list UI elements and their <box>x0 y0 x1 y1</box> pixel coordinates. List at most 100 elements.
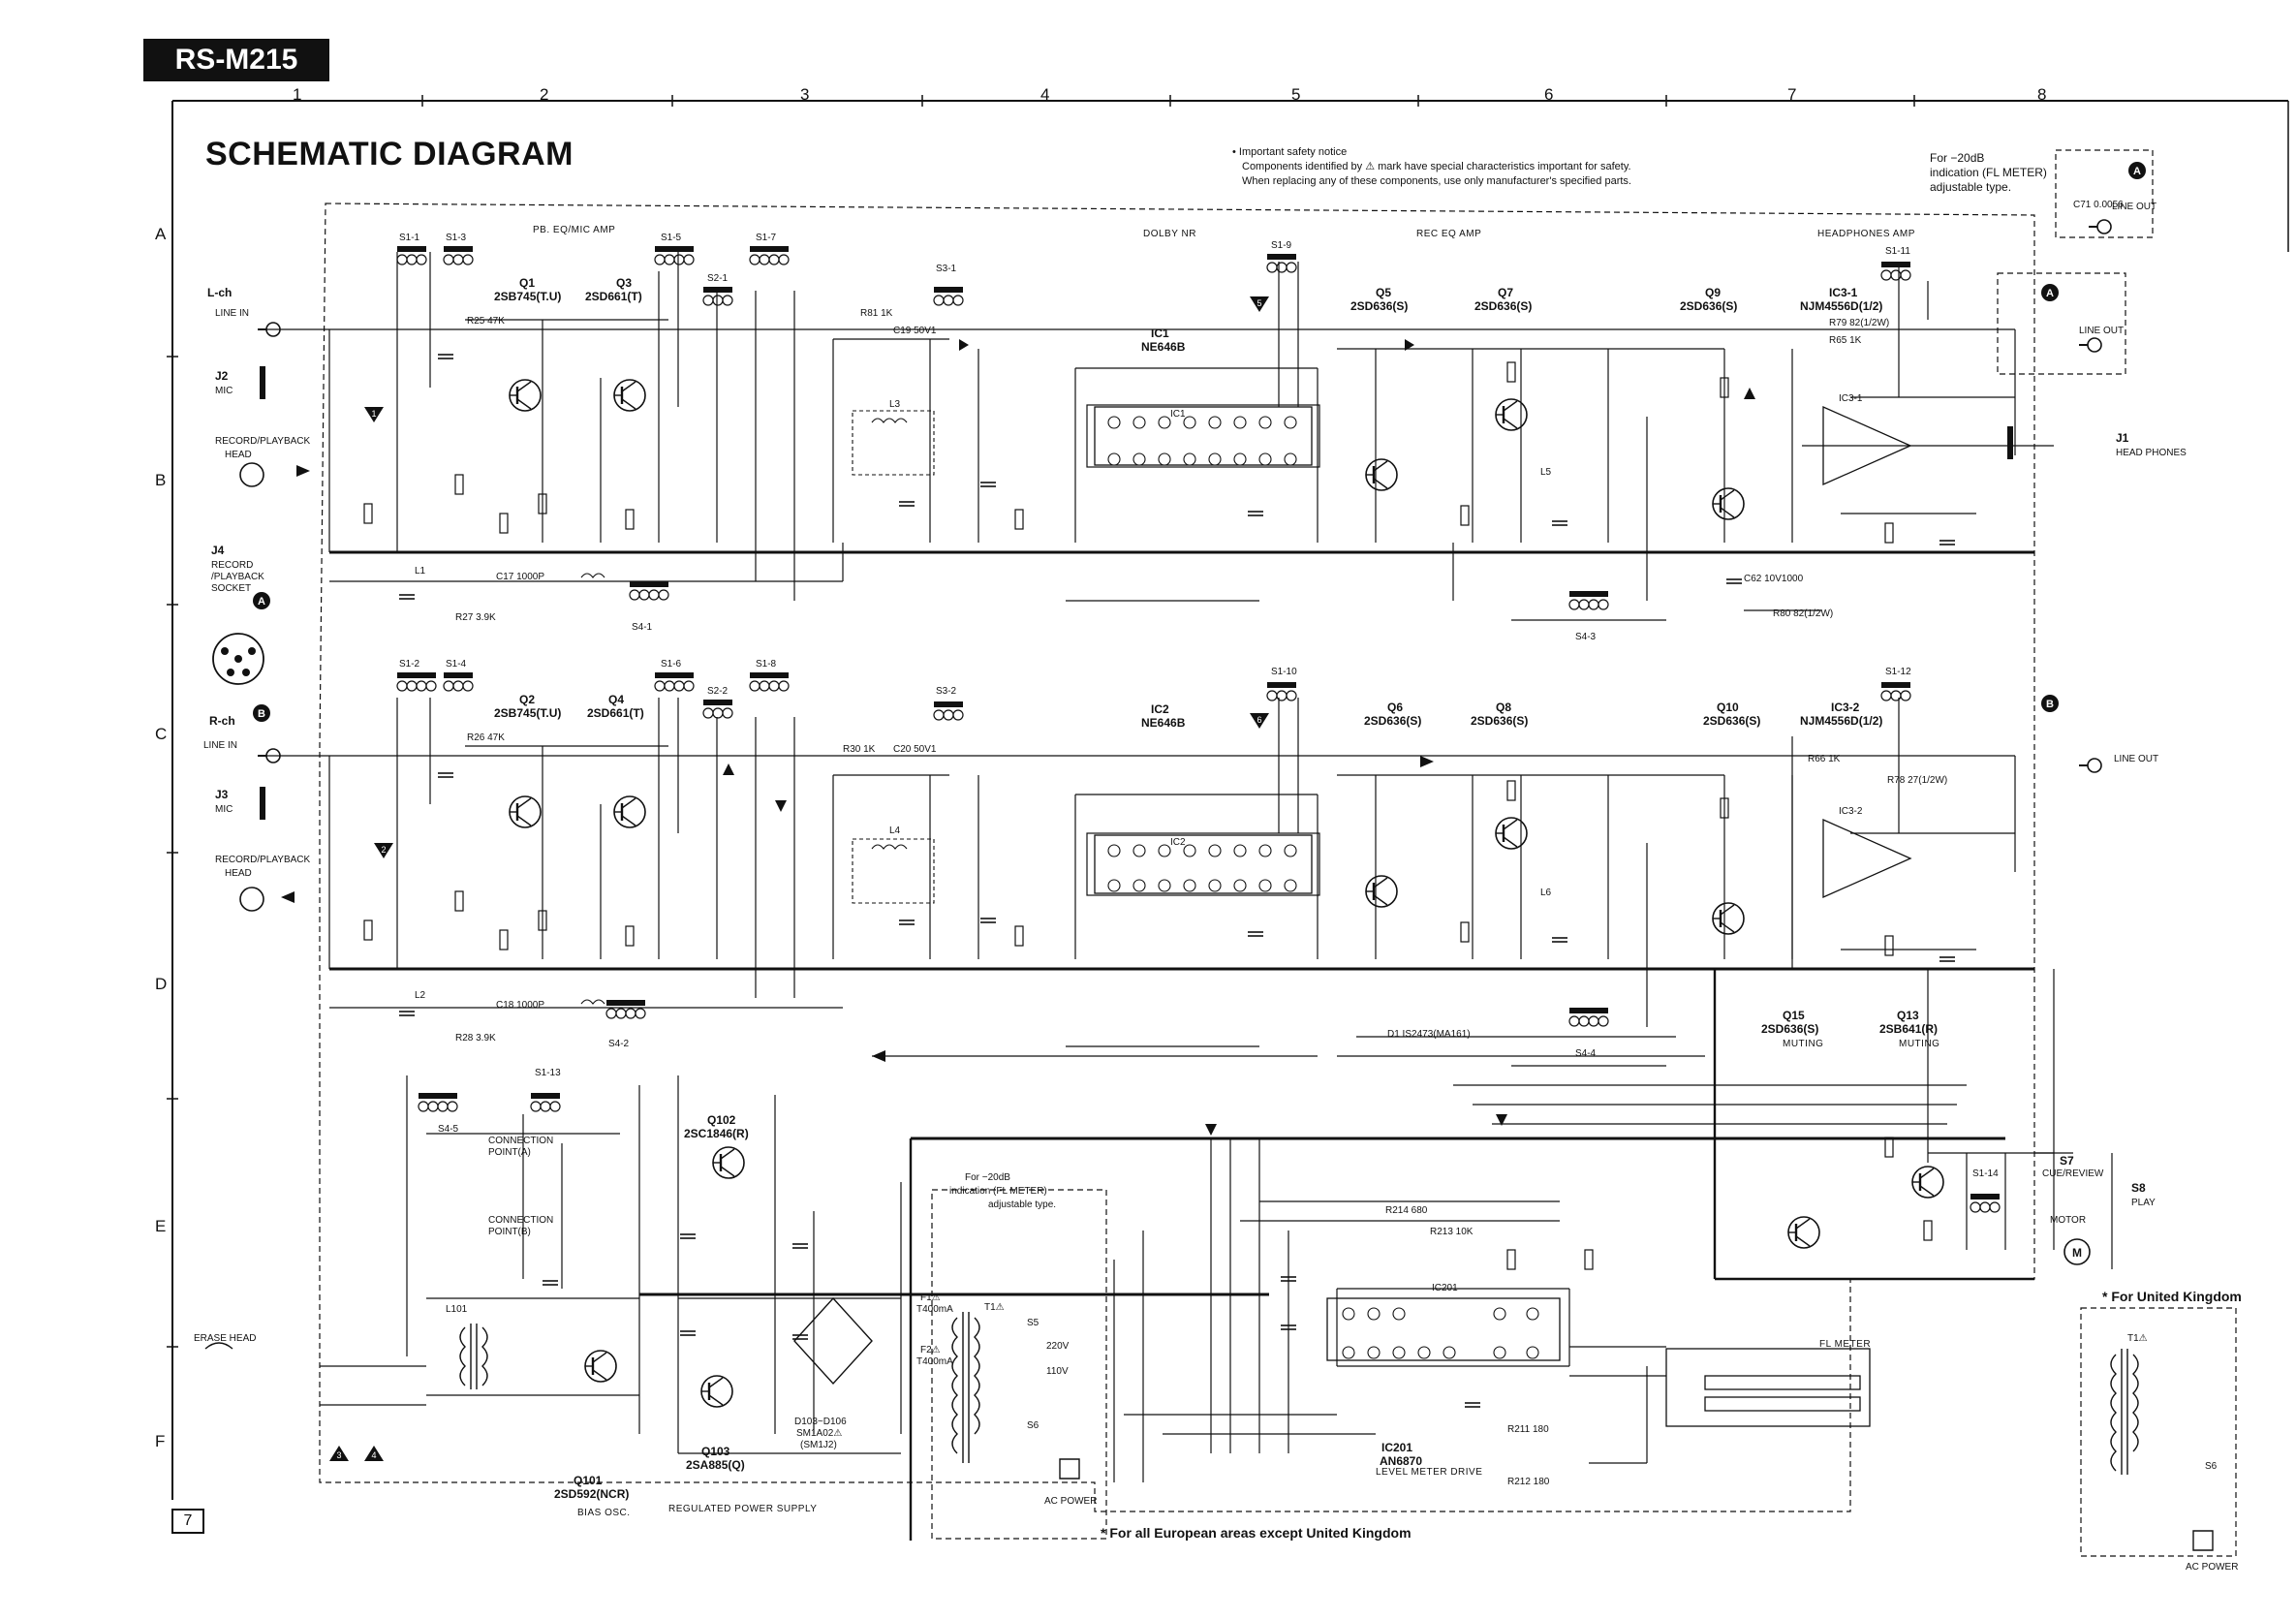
fl-note2-line1: For −20dB <box>965 1172 1010 1183</box>
svg-text:2: 2 <box>381 845 386 855</box>
ic3-1-body <box>1822 405 1912 486</box>
switch-s1-12 <box>1880 681 1911 701</box>
grid-row-label: E <box>155 1217 167 1235</box>
label-switch-s4-4: S4-4 <box>1575 1048 1597 1059</box>
label-r212: R212 180 <box>1507 1477 1550 1487</box>
label-d1: D1 IS2473(MA161) <box>1387 1029 1471 1040</box>
signal-arrows <box>281 339 1755 1136</box>
label-ic3-1-inner: IC3-1 <box>1839 393 1863 404</box>
passives <box>363 354 1956 1408</box>
label-rp-head-r2: HEAD <box>225 868 252 879</box>
label-switch-s1-8: S1-8 <box>756 659 777 670</box>
switch-s1-5 <box>654 245 695 265</box>
label-switch-s4-5: S4-5 <box>438 1124 459 1135</box>
marker-a-1: A <box>253 592 270 609</box>
label-l5: L5 <box>1540 467 1552 478</box>
label-switch-s3-2: S3-2 <box>936 686 957 697</box>
svg-text:A: A <box>2046 288 2054 299</box>
label-switch-s1-4: S1-4 <box>446 659 467 670</box>
svg-text:A: A <box>258 596 265 608</box>
label-switch-s4-2: S4-2 <box>608 1039 630 1049</box>
label-ic201-inner: IC201 <box>1432 1283 1458 1293</box>
label-l4: L4 <box>889 826 901 836</box>
grid-column-label: 5 <box>1291 85 1301 104</box>
label-switch-s4-1: S4-1 <box>632 622 653 633</box>
switch-s3-1 <box>933 286 964 306</box>
label-110v: 110V <box>1046 1366 1069 1377</box>
label-r211: R211 180 <box>1507 1424 1549 1435</box>
ic-bodies <box>1094 405 1912 1427</box>
label-erase-head: ERASE HEAD <box>194 1333 256 1344</box>
switch-s1-1 <box>396 245 427 265</box>
label-switch-s4-3: S4-3 <box>1575 632 1597 642</box>
safety-notice-line: Components identified by ⚠ mark have spe… <box>1242 161 1631 172</box>
label-ic1-part: NE646B <box>1141 340 1186 354</box>
label-l2: L2 <box>415 990 426 1001</box>
label-q7: Q7 <box>1498 286 1513 299</box>
marker-b-1: B <box>253 704 270 722</box>
transistor-q3-symbol <box>612 378 647 413</box>
uk-note: * For United Kingdom <box>2102 1289 2242 1304</box>
marker-a-2: A <box>2128 162 2146 179</box>
label-ic3-1: IC3-1 <box>1829 286 1858 299</box>
switch-s1-11 <box>1880 261 1911 281</box>
grid-column-label: 6 <box>1544 85 1554 104</box>
test-point-markers: 1 2 3 4 5 6 <box>329 296 1269 1461</box>
label-ic2-inner: IC2 <box>1170 837 1186 848</box>
ic-pins <box>1107 416 1539 1359</box>
label-q5: Q5 <box>1376 286 1391 299</box>
label-cue-review: CUE/REVIEW <box>2042 1168 2104 1179</box>
label-q103-part: 2SA885(Q) <box>686 1458 745 1472</box>
label-switch-s1-12: S1-12 <box>1885 667 1911 677</box>
label-d103-d106-part: SM1A02⚠ <box>796 1428 842 1439</box>
label-switch-s1-9: S1-9 <box>1271 240 1292 251</box>
coils <box>580 410 935 1005</box>
switch-s3-2 <box>933 701 964 721</box>
label-q103: Q103 <box>701 1445 730 1458</box>
switch-s1-4 <box>443 671 474 692</box>
svg-text:B: B <box>258 708 265 720</box>
label-r81: R81 1K <box>860 308 893 319</box>
switch-s4-5 <box>418 1092 458 1112</box>
label-q102: Q102 <box>707 1113 736 1127</box>
label-s5: S5 <box>1027 1318 1039 1328</box>
label-ic201-part: AN6870 <box>1380 1454 1422 1468</box>
label-ic1: IC1 <box>1151 327 1169 340</box>
label-r80: R80 82(1/2W) <box>1773 608 1833 619</box>
switch-s1-14 <box>1970 1193 2001 1213</box>
label-ic1-inner: IC1 <box>1170 409 1186 420</box>
label-switch-s1-14: S1-14 <box>1972 1168 1999 1179</box>
label-q7-part: 2SD636(S) <box>1474 299 1532 313</box>
label-q3: Q3 <box>616 276 632 290</box>
label-switch-s1-6: S1-6 <box>661 659 682 670</box>
label-motor: MOTOR <box>2050 1215 2086 1226</box>
svg-text:4: 4 <box>371 1450 376 1460</box>
label-l1: L1 <box>415 566 426 576</box>
transistor-q101-symbol <box>583 1349 618 1384</box>
safety-notice: • Important safety notice Components ide… <box>1232 145 1736 189</box>
label-r65: R65 1K <box>1829 335 1862 346</box>
label-q10-part: 2SD636(S) <box>1703 714 1760 728</box>
label-s6-uk: S6 <box>2205 1461 2218 1472</box>
label-s8: S8 <box>2131 1181 2146 1195</box>
rp-head-r <box>239 887 264 912</box>
label-t1-uk: T1⚠ <box>2127 1333 2148 1344</box>
grid-column-label: 1 <box>293 85 302 104</box>
label-switch-s1-13: S1-13 <box>535 1068 561 1078</box>
label-ic2: IC2 <box>1151 702 1169 716</box>
line-out-r-jack <box>2078 758 2102 773</box>
fl-meter-note: For −20dB indication (FL METER) adjustab… <box>1930 151 2047 195</box>
switch-s1-13 <box>530 1092 561 1112</box>
grid-column-label: 8 <box>2037 85 2047 104</box>
label-q6-part: 2SD636(S) <box>1364 714 1421 728</box>
label-mic-l: MIC <box>215 386 233 396</box>
transistor-q15-symbol <box>1786 1215 1821 1250</box>
label-rp-head-l1: RECORD/PLAYBACK <box>215 436 311 447</box>
label-ic3-1-part: NJM4556D(1/2) <box>1800 299 1882 313</box>
grid-row-label: D <box>155 975 168 993</box>
label-ac-power: AC POWER <box>1044 1496 1097 1507</box>
ic1-body <box>1094 406 1313 466</box>
headphones-jack <box>2007 426 2013 459</box>
signal-lines-r <box>262 698 2073 1163</box>
label-line-out-r: LINE OUT <box>2114 754 2158 764</box>
